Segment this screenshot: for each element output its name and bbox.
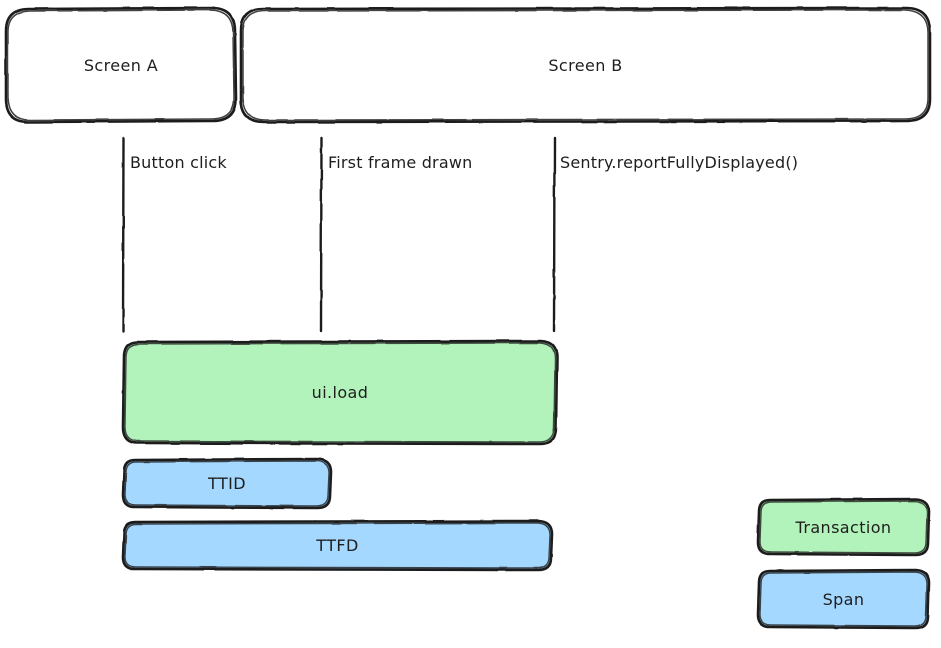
marker-lines [121, 136, 556, 333]
bar-ui-load[interactable]: ui.load [123, 341, 557, 444]
marker-button-click-label: Button click [130, 153, 227, 172]
screen-a-outline [4, 6, 238, 124]
marker-report-fully-displayed-label: Sentry.reportFullyDisplayed() [560, 153, 799, 172]
legend-transaction-label: Transaction [795, 517, 892, 537]
bar-ttid[interactable]: TTID [123, 459, 331, 508]
screen-b-outline [239, 6, 932, 124]
bar-ttfd-shape [121, 519, 554, 572]
screen-a-box[interactable]: Screen A [6, 8, 236, 122]
bar-ttfd[interactable]: TTFD [123, 521, 552, 570]
screen-b-label: Screen B [548, 55, 623, 75]
bar-ui-load-shape [121, 339, 559, 446]
legend-item-span[interactable]: Span [758, 570, 929, 628]
legend-span-shape [756, 568, 931, 630]
bar-ttid-shape [121, 457, 333, 510]
legend-item-transaction[interactable]: Transaction [758, 499, 929, 555]
bar-ui-load-label: ui.load [311, 383, 369, 402]
marker-first-frame-drawn-label: First frame drawn [328, 153, 473, 172]
bar-ttid-label: TTID [208, 474, 246, 493]
marker-line-first-frame-drawn[interactable] [316, 138, 327, 331]
marker-line-button-click[interactable] [118, 138, 129, 331]
screen-b-box[interactable]: Screen B [241, 8, 930, 122]
screen-a-label: Screen A [83, 55, 159, 75]
legend-span-label: Span [822, 589, 865, 609]
marker-line-report-fully-displayed[interactable] [549, 138, 560, 331]
legend-transaction-shape [756, 497, 931, 557]
bar-ttfd-label: TTFD [316, 536, 359, 555]
